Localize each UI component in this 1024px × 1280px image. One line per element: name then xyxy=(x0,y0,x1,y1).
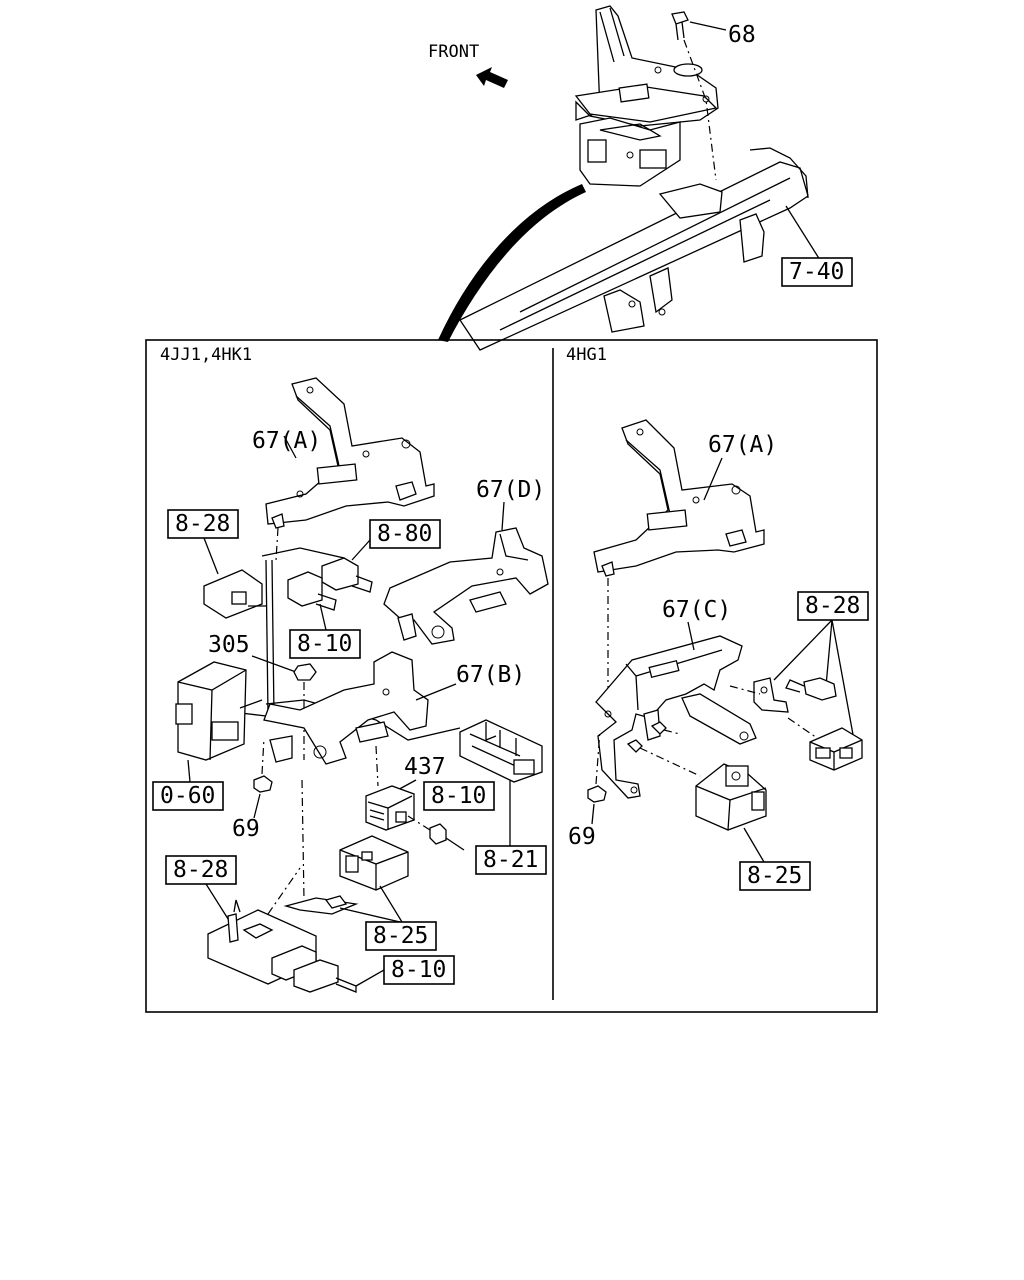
connector-8-80 xyxy=(321,557,359,591)
label-8-25-right: 8-25 xyxy=(747,863,802,889)
left-bracket-67a: 67(A) xyxy=(252,377,435,561)
right-bracket-67a: 67(A) xyxy=(593,419,777,700)
label-69-right: 69 xyxy=(568,824,596,850)
connector-8-28-right xyxy=(809,727,863,771)
nut-69-left xyxy=(253,775,273,793)
plug-8-10-bottom xyxy=(293,959,339,993)
label-67b: 67(B) xyxy=(456,662,525,688)
label-67c: 67(C) xyxy=(662,597,731,623)
label-67a-left: 67(A) xyxy=(252,428,321,454)
detail-frame xyxy=(145,339,878,1013)
right-panel: 4HG1 67(A) 67(C) xyxy=(566,345,869,891)
ref-box-8-25-left xyxy=(365,921,437,951)
ref-box-8-28-right xyxy=(797,591,869,621)
detail-callout-arrow xyxy=(438,184,586,342)
ref-box-8-10-upper xyxy=(289,629,361,659)
label-67d: 67(D) xyxy=(476,477,545,503)
nut-69-right xyxy=(587,785,607,803)
label-8-21: 8-21 xyxy=(483,847,538,873)
left-bracket-67d: 67(D) xyxy=(383,477,549,645)
label-8-10-upper: 8-10 xyxy=(297,631,352,657)
label-8-10-bottom: 8-10 xyxy=(391,957,446,983)
ref-box-8-10-bottom xyxy=(383,955,455,985)
ref-box-8-28-bottom xyxy=(165,855,237,885)
ref-box-8-10-mid xyxy=(423,781,495,811)
right-engine-label: 4HG1 xyxy=(566,345,607,365)
label-68: 68 xyxy=(728,22,756,48)
label-8-10-mid: 8-10 xyxy=(431,783,486,809)
connector-8-10-mid xyxy=(429,823,447,845)
bracket-8-28-right xyxy=(753,677,789,713)
left-bracket-67b: 67(B) xyxy=(263,651,525,765)
bolt-8-28-right xyxy=(803,677,837,701)
left-harness xyxy=(261,547,461,741)
front-arrow-icon xyxy=(476,67,508,88)
connector-8-10-upper xyxy=(287,571,323,607)
crossmember-pipe: 7-40 xyxy=(459,147,853,351)
label-7-40: 7-40 xyxy=(789,259,844,285)
front-label: FRONT xyxy=(428,42,479,62)
left-panel: 4JJ1,4HK1 67(A) 8-28 8-80 xyxy=(152,345,549,993)
top-bracket xyxy=(574,5,719,187)
label-8-28-right: 8-28 xyxy=(805,593,860,619)
label-8-25-left: 8-25 xyxy=(373,923,428,949)
ref-box-8-80 xyxy=(369,519,441,549)
ref-box-0-60 xyxy=(152,781,224,811)
label-69-left: 69 xyxy=(232,816,260,842)
label-0-60: 0-60 xyxy=(160,783,215,809)
label-8-28-top: 8-28 xyxy=(175,511,230,537)
right-bracket-67c: 67(C) xyxy=(595,597,757,799)
ref-box-8-25-right xyxy=(739,861,811,891)
relay-437 xyxy=(365,785,415,831)
ref-box-8-28-top xyxy=(167,509,239,539)
ref-box-7-40 xyxy=(781,257,853,287)
bolt-68: 68 xyxy=(671,11,756,181)
label-8-28-bottom: 8-28 xyxy=(173,857,228,883)
label-67a-right: 67(A) xyxy=(708,432,777,458)
ref-box-8-21 xyxy=(475,845,547,875)
left-engine-label: 4JJ1,4HK1 xyxy=(160,345,252,365)
label-8-80: 8-80 xyxy=(377,521,432,547)
nut-305 xyxy=(293,663,317,681)
label-437: 437 xyxy=(404,754,446,780)
top-assembly: FRONT 68 xyxy=(428,5,853,351)
label-305: 305 xyxy=(208,632,250,658)
